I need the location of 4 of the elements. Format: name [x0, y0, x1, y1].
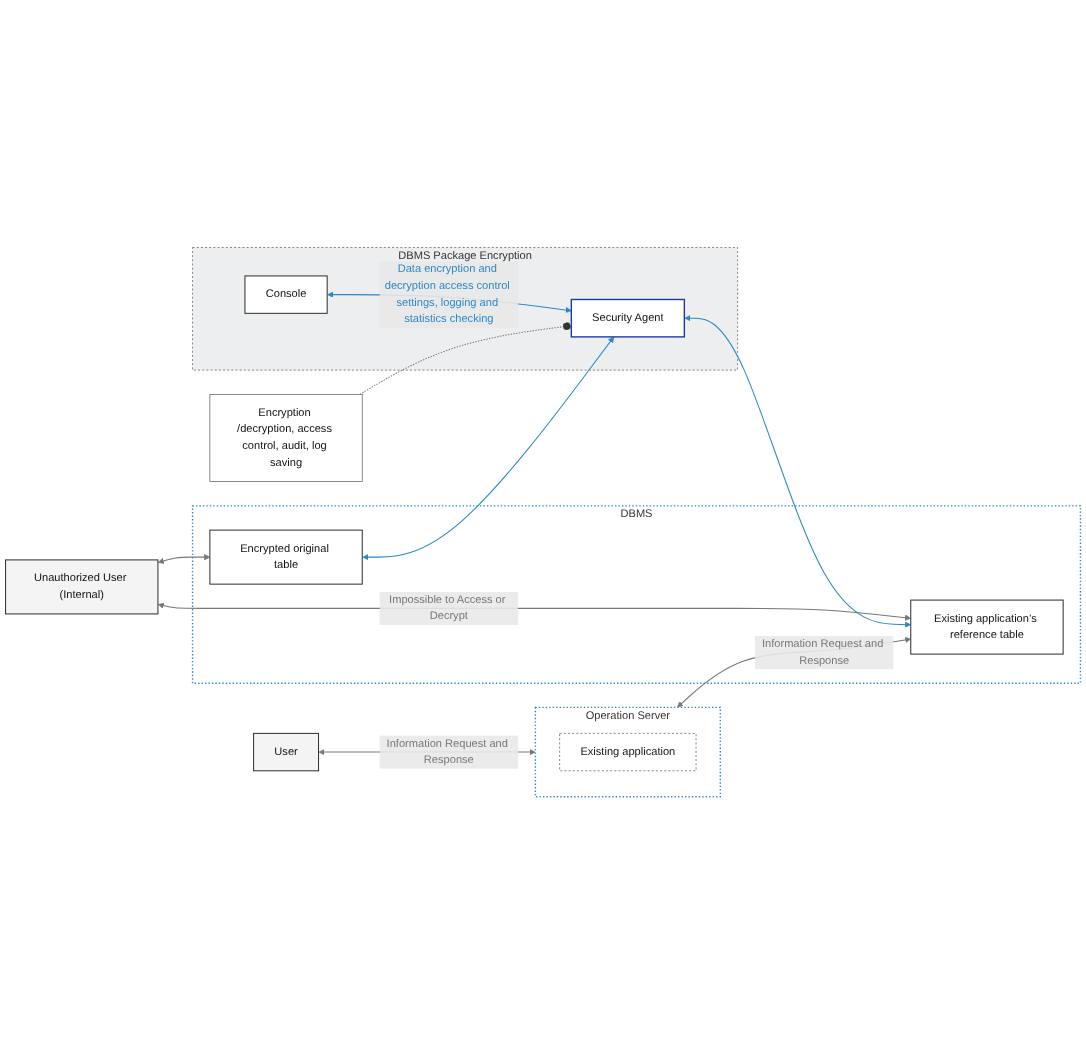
arrow: [684, 315, 912, 628]
arrow: [362, 336, 615, 560]
arrow: [157, 553, 211, 564]
connector: [359, 321, 572, 395]
